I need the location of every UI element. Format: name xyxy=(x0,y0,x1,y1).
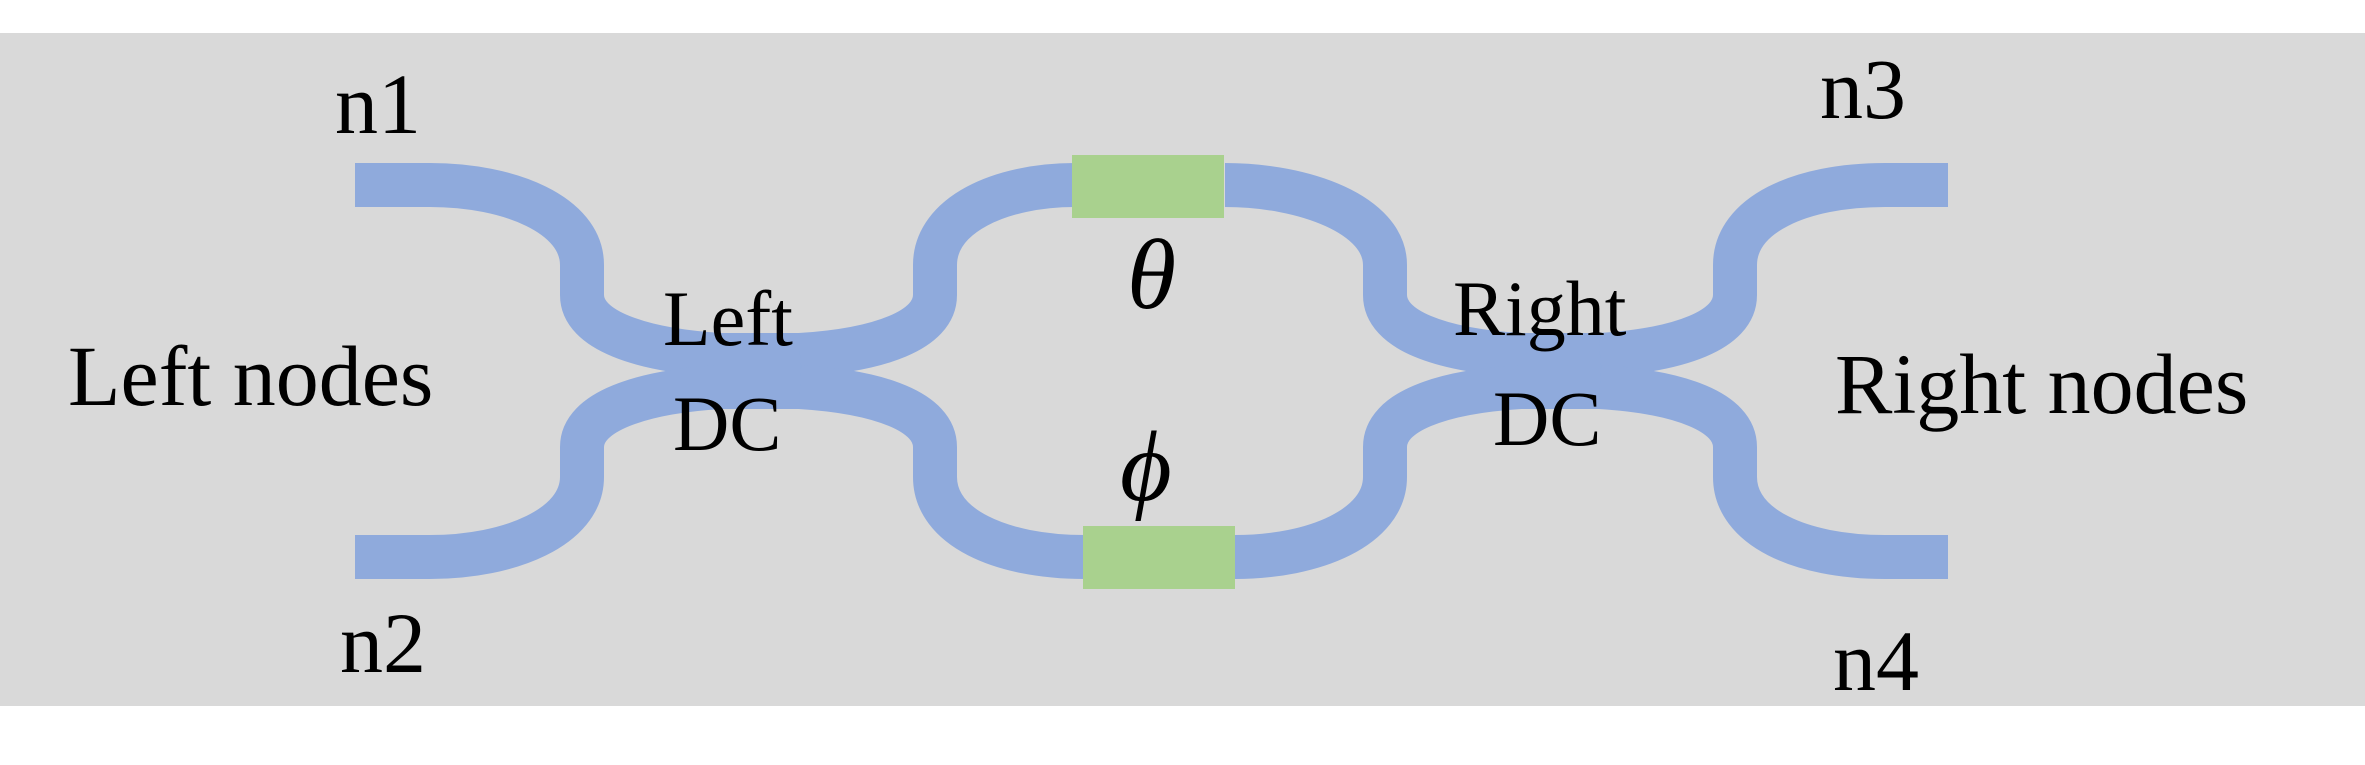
waveguide-n4 xyxy=(1598,365,1948,579)
label-phi: ϕ xyxy=(1120,411,1172,522)
label-theta: θ xyxy=(1127,219,1176,330)
label-left-nodes: Left nodes xyxy=(68,328,433,424)
label-n1: n1 xyxy=(335,56,421,152)
waveguide-lower-arm-right xyxy=(1234,365,1620,579)
label-n4: n4 xyxy=(1833,613,1919,709)
diagram-panel xyxy=(0,33,2365,706)
label-n2: n2 xyxy=(340,595,426,691)
label-right-dc-line2: DC xyxy=(1493,375,1601,462)
label-right-nodes: Right nodes xyxy=(1835,336,2248,432)
waveguide-n2 xyxy=(355,365,810,579)
label-right-dc-line1: Right xyxy=(1453,265,1627,352)
phase-shifter-phi xyxy=(1083,526,1235,589)
waveguide-n3 xyxy=(1598,163,1948,377)
label-n3: n3 xyxy=(1820,41,1906,137)
label-left-dc-line2: DC xyxy=(673,380,781,467)
phase-shifter-theta xyxy=(1072,155,1224,218)
waveguide-n1 xyxy=(355,163,810,377)
label-left-dc-line1: Left xyxy=(663,275,793,362)
waveguide-lower-arm-left xyxy=(798,365,1086,579)
waveguides xyxy=(355,163,1948,579)
waveguide-upper-arm-right xyxy=(1224,163,1620,377)
waveguide-upper-arm-left xyxy=(798,163,1076,377)
